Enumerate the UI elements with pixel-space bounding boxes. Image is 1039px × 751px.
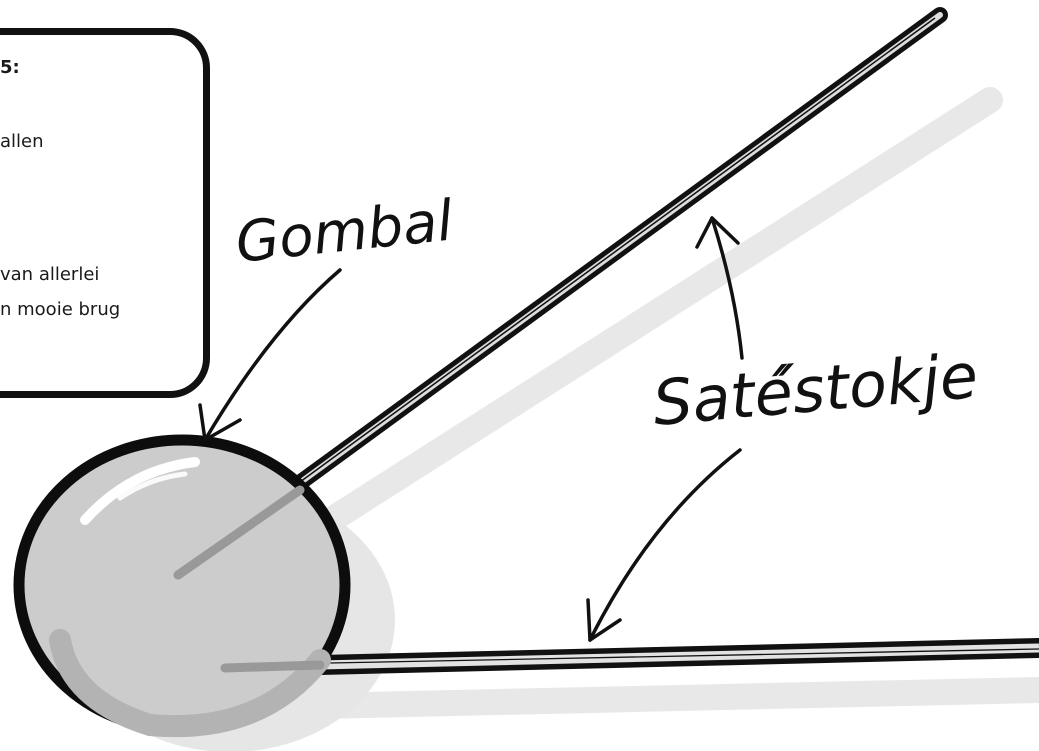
info-box bbox=[0, 28, 210, 398]
skewer-label: Saté́stokje bbox=[650, 339, 981, 440]
upper-skewer bbox=[282, 7, 948, 498]
inner-stick-upper bbox=[173, 485, 305, 580]
gumball-arrow bbox=[203, 268, 342, 442]
upper-stick-arrowhead bbox=[695, 216, 740, 249]
gumball-arrowhead bbox=[198, 403, 242, 442]
info-line-1: allen bbox=[0, 131, 44, 152]
gumball bbox=[13, 434, 351, 738]
lower-stick-arrowhead bbox=[586, 598, 622, 642]
info-line-3: n mooie brug bbox=[0, 299, 121, 320]
upper-stick-shadow bbox=[287, 87, 1003, 553]
upper-stick-arrow bbox=[710, 216, 744, 360]
lower-skewer bbox=[310, 638, 1039, 675]
info-heading: 5: bbox=[0, 57, 20, 78]
lower-stick-arrow bbox=[588, 448, 742, 642]
gumball-highlight bbox=[80, 457, 200, 525]
arrows bbox=[198, 216, 744, 642]
info-line-2: van allerlei bbox=[0, 264, 100, 285]
gumball-shade bbox=[49, 629, 331, 738]
gumball-label: Gombal bbox=[233, 188, 457, 275]
inner-stick-lower bbox=[220, 660, 325, 673]
